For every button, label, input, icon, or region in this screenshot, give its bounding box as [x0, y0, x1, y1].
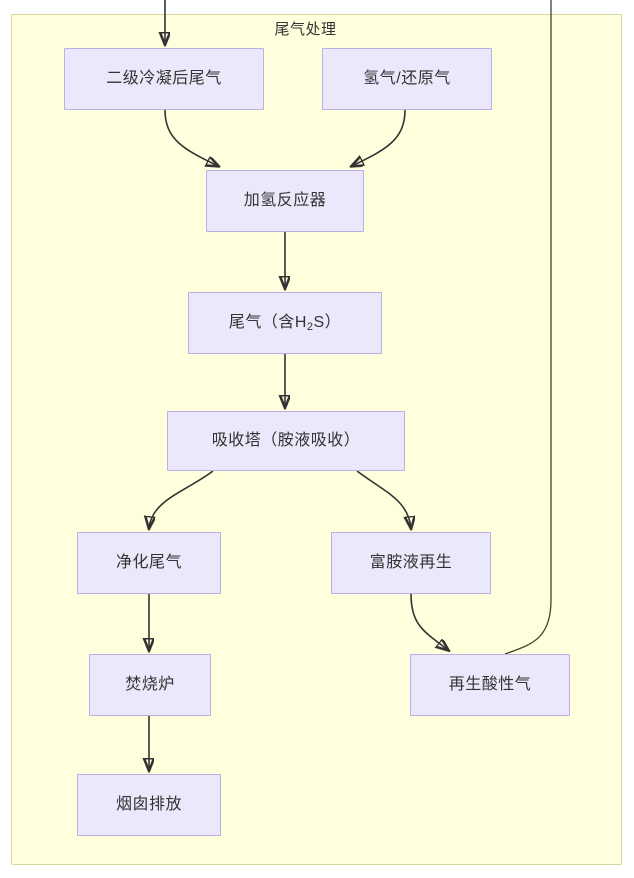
node-label: 加氢反应器: [243, 192, 327, 210]
node-label-pre: 尾气（含H: [228, 314, 307, 332]
node-stack-emission[interactable]: 烟囱排放: [77, 774, 221, 836]
node-label: 焚烧炉: [125, 676, 175, 694]
node-regenerated-acid-gas[interactable]: 再生酸性气: [410, 654, 570, 716]
node-label-subscript: 2: [306, 321, 314, 334]
node-label: 富胺液再生: [369, 554, 453, 572]
node-label: 再生酸性气: [448, 676, 532, 694]
node-label: 吸收塔（胺液吸收）: [211, 432, 361, 450]
node-label: 净化尾气: [115, 554, 182, 572]
node-label: 烟囱排放: [115, 796, 182, 814]
node-tail-gas-with-h2s[interactable]: 尾气（含H2S）: [188, 292, 382, 354]
node-absorption-tower-amine[interactable]: 吸收塔（胺液吸收）: [167, 411, 405, 471]
node-label: 尾气（含H2S）: [228, 313, 342, 334]
subgraph-title: 尾气处理: [274, 21, 337, 38]
node-secondary-condensed-tail-gas[interactable]: 二级冷凝后尾气: [64, 48, 264, 110]
node-hydrogen-reducing-gas[interactable]: 氢气/还原气: [322, 48, 492, 110]
node-label: 氢气/还原气: [363, 70, 451, 88]
node-incinerator[interactable]: 焚烧炉: [89, 654, 211, 716]
node-purified-tail-gas[interactable]: 净化尾气: [77, 532, 221, 594]
node-hydrogenation-reactor[interactable]: 加氢反应器: [206, 170, 364, 232]
node-rich-amine-regeneration[interactable]: 富胺液再生: [331, 532, 491, 594]
node-label: 二级冷凝后尾气: [106, 70, 222, 88]
node-label-post: S）: [313, 314, 342, 332]
